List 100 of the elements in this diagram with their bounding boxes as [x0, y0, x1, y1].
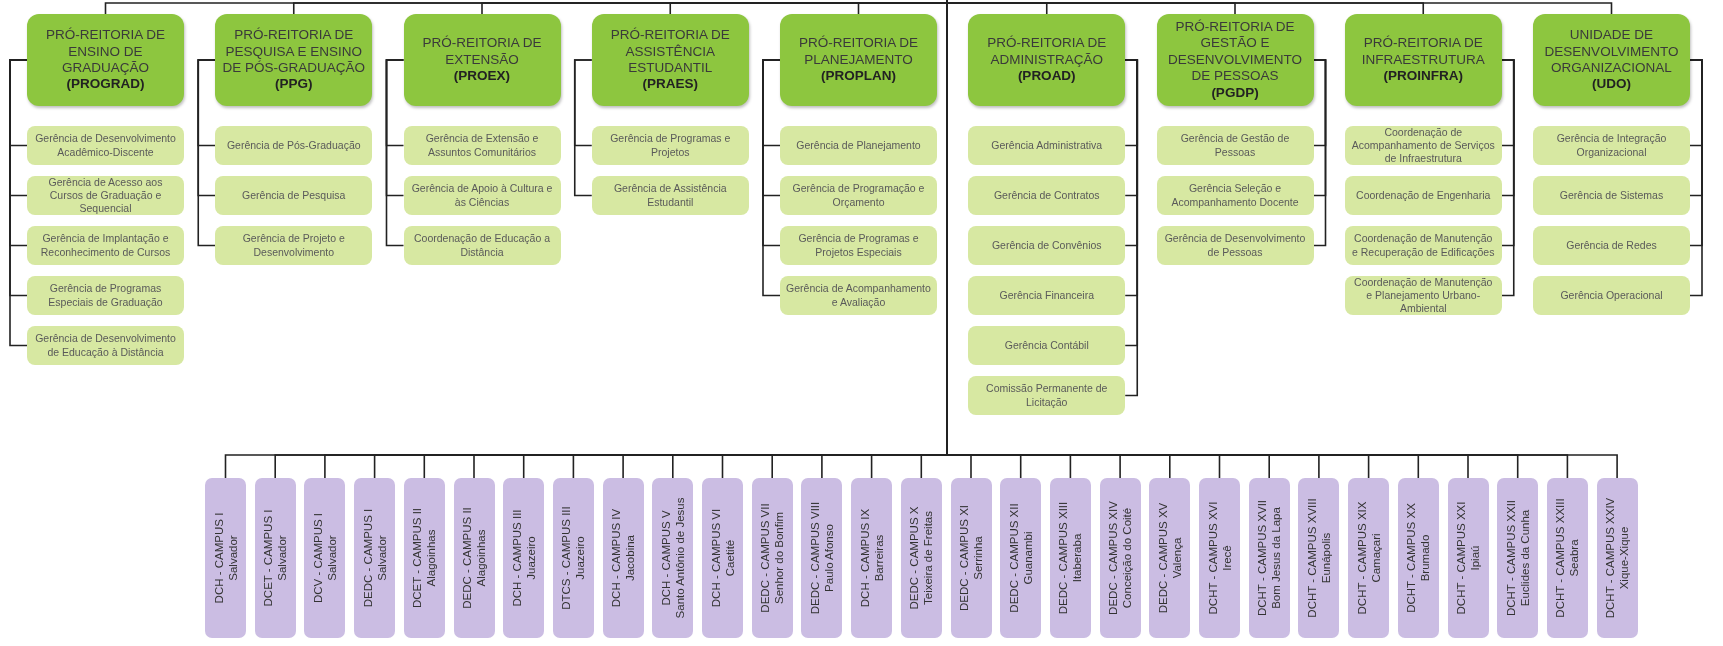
department-name: DEDC - CAMPUS XIV [1106, 501, 1120, 615]
unit-box: Gerência de Desenvolvimento de Pessoas [1156, 226, 1314, 265]
city-name: Valença [1169, 537, 1184, 579]
department-name: DEDC - CAMPUS X [907, 506, 921, 610]
unit-box: Gerência de Assistência Estudantil [591, 176, 749, 215]
unit-box: Gerência de Desenvolvimento de Educação à Distância [27, 326, 184, 365]
department-name: DCH - CAMPUS V [659, 510, 672, 606]
department-box: PRÓ-REITORIA DE ASSISTÊNCIA ESTUDANTIL (PRAES) [591, 14, 749, 106]
campus-box [801, 478, 843, 638]
department-name: DEDC - CAMPUS XIII [1056, 501, 1070, 615]
department-name: DCET - CAMPUS I [261, 509, 275, 607]
unit-box: Gerência de Programas e Projetos Especiais [780, 226, 937, 265]
campus-box [900, 478, 942, 638]
unit-box: Gerência Administrativa [968, 126, 1126, 165]
city-name: Paulo Afonso [821, 524, 835, 592]
department-name: DCET - CAMPUS II [410, 507, 424, 609]
department-name: DCV - CAMPUS I [311, 512, 325, 604]
connector-line [1312, 59, 1327, 247]
campus-box [1149, 478, 1191, 638]
department-box: PRÓ-REITORIA DE PESQUISA E ENSINO DE PÓS-GRADUAÇÃO (PPG) [215, 14, 373, 106]
unit-box: Gerência de Gestão de Pessoas [1156, 126, 1314, 165]
unit-box: Gerência de Sistemas [1533, 176, 1690, 215]
campus-box [205, 478, 246, 638]
campus-box [403, 478, 445, 638]
department-name: DCHT - CAMPUS XXIII [1553, 498, 1567, 618]
city-name: Salvador [225, 535, 239, 581]
campus-box [1199, 478, 1240, 638]
campus-box [1049, 478, 1091, 638]
unit-box: Coordenação de Manutenção e Planejamento Urbano-Ambiental [1344, 276, 1502, 315]
campus-box [1596, 478, 1638, 638]
campus-box [1099, 478, 1141, 638]
connector-line [385, 59, 405, 247]
campus-box [254, 478, 296, 638]
department-name: DCHT - CAMPUS XXI [1454, 501, 1468, 615]
campus-box [751, 478, 793, 638]
unit-box: Comissão Permanente de Licitação [968, 376, 1126, 415]
unit-box: Gerência de Acesso aos Cursos de Graduação e Sequencial [27, 176, 184, 215]
department-box: PRÓ-REITORIA DE INFRAESTRUTURA (PROINFRA) [1344, 14, 1502, 106]
campus-box [453, 478, 495, 638]
unit-box: Gerência de Redes [1533, 226, 1690, 265]
department-name: DEDC - CAMPUS XII [1006, 503, 1020, 613]
campus-box [1397, 478, 1439, 638]
department-name: DCHT - CAMPUS XVI [1205, 501, 1219, 615]
unit-box: Coordenação de Manutenção e Recuperação de Edificações [1344, 226, 1502, 265]
city-name: Salvador [324, 535, 338, 581]
unit-box: Gerência de Pesquisa [215, 176, 373, 215]
department-box: PRÓ-REITORIA DE ENSINO DE GRADUAÇÃO (PROGRAD) [27, 14, 184, 106]
campus-box [304, 478, 346, 638]
connector-line [197, 59, 217, 247]
unit-box: Gerência Operacional [1533, 276, 1690, 315]
unit-box: Gerência de Programas Especiais de Graduação [27, 276, 184, 315]
city-name: Caetité [722, 539, 736, 577]
connector-line [1689, 59, 1703, 297]
city-name: Alagoinhas [424, 529, 438, 587]
department-box: UNIDADE DE DESENVOLVIMENTO ORGANIZACIONAL (UDO) [1533, 14, 1690, 106]
city-name: Brumado [1418, 534, 1432, 582]
campus-box [602, 478, 644, 638]
department-name: DCH - CAMPUS IX [857, 508, 871, 608]
city-name: Bom Jesus da Lapa [1269, 507, 1283, 609]
unit-box: Gerência de Extensão e Assuntos Comunitários [403, 126, 561, 165]
campus-box [851, 478, 893, 638]
city-name: Conceição do Coité [1120, 507, 1134, 609]
unit-box: Gerência de Acompanhamento e Avaliação [780, 276, 937, 315]
unit-box: Gerência Financeira [968, 276, 1126, 315]
city-name: Santo Antônio de Jesus [672, 497, 686, 619]
unit-box: Gerência de Implantação e Reconhecimento de Cursos [27, 226, 184, 265]
campus-box [950, 478, 992, 638]
campus-box [354, 478, 396, 638]
city-name: Salvador [275, 535, 289, 581]
unit-box: Gerência Contábil [968, 326, 1126, 365]
city-name: Serrinha [971, 536, 984, 580]
department-name: DCHT - CAMPUS XXIV [1603, 497, 1617, 619]
department-name: DEDC - CAMPUS XV [1156, 502, 1169, 614]
city-name: Xique-Xique [1617, 526, 1631, 590]
unit-box: Gerência de Convênios [968, 226, 1126, 265]
unit-box: Gerência de Programação e Orçamento [780, 176, 937, 215]
campus-box [1546, 478, 1588, 638]
unit-box: Gerência Seleção e Acompanhamento Docente [1156, 176, 1314, 215]
unit-box: Gerência de Pós-Graduação [215, 126, 373, 165]
campus-box [1497, 478, 1539, 638]
city-name: Itaberaba [1070, 533, 1084, 583]
department-name: DEDC - CAMPUS VII [758, 503, 772, 613]
department-name: DCHT - CAMPUS XVIII [1305, 498, 1319, 618]
unit-box: Gerência de Desenvolvimento Acadêmico-Discente [27, 126, 184, 165]
unit-box: Coordenação de Engenharia [1344, 176, 1502, 215]
department-name: DEDC - CAMPUS II [460, 507, 474, 609]
connector-line [9, 59, 28, 347]
connector-line [762, 59, 781, 297]
city-name: Irecê [1219, 545, 1233, 571]
department-name: DCHT - CAMPUS XX [1404, 503, 1418, 613]
connector-line [857, 0, 948, 15]
department-name: DCHT - CAMPUS XVII [1255, 499, 1269, 617]
city-name: Barreiras [871, 534, 885, 582]
city-name: Ipiaú [1468, 545, 1482, 571]
department-name: DEDC - CAMPUS I [360, 508, 374, 608]
unit-box: Gerência de Projeto e Desenvolvimento [215, 226, 373, 265]
campus-box [1298, 478, 1340, 638]
department-box: PRÓ-REITORIA DE PLANEJAMENTO (PROPLAN) [780, 14, 937, 106]
campus-box [652, 478, 694, 638]
department-name: DCHT - CAMPUS XXII [1503, 499, 1517, 617]
